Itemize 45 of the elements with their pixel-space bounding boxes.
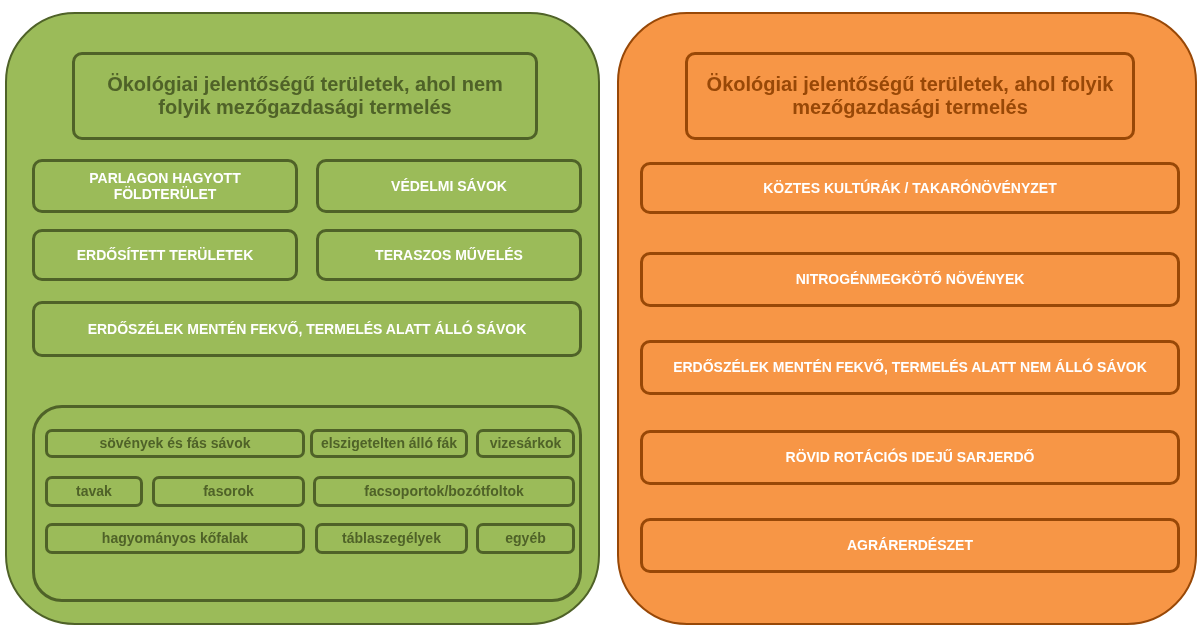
category-label: KÖZTES KULTÚRÁK / TAKARÓNÖVÉNYZET	[762, 179, 1058, 197]
category-label: NITROGÉNMEGKÖTŐ NÖVÉNYEK	[794, 271, 1026, 288]
item-box	[476, 523, 575, 554]
category-label: ERDŐSZÉLEK MENTÉN FEKVŐ, TERMELÉS ALATT ÁLLÓ SÁVOK	[86, 320, 528, 338]
category-label: ERDŐSÍTETT TERÜLETEK	[75, 246, 255, 264]
category-box	[640, 430, 1180, 485]
heading-box	[685, 52, 1135, 140]
category-box	[640, 518, 1180, 573]
category-label: TERASZOS MŰVELÉS	[374, 246, 524, 264]
category-label: táblaszegélyek	[341, 530, 442, 547]
category-label: VÉDELMI SÁVOK	[390, 177, 508, 195]
item-box	[152, 476, 305, 507]
heading-text: Ökológiai jelentőségű területek, ahol folyik mezőgazdasági termelés	[705, 73, 1115, 119]
category-box	[640, 340, 1180, 395]
category-box	[32, 301, 582, 357]
category-label: facsoportok/bozótfoltok	[363, 483, 525, 500]
category-label: egyéb	[504, 530, 547, 547]
group-box	[32, 405, 582, 602]
category-panel	[617, 12, 1197, 625]
item-box	[476, 429, 575, 458]
category-label: AGRÁRERDÉSZET	[846, 537, 974, 554]
category-label: sövények és fás sávok	[98, 435, 252, 452]
category-box	[316, 159, 582, 213]
category-box	[640, 162, 1180, 214]
category-label: vizesárkok	[488, 435, 563, 452]
category-panel	[5, 12, 600, 625]
item-box	[45, 429, 305, 458]
item-box	[310, 429, 468, 458]
category-box	[32, 159, 298, 213]
category-label: fasorok	[202, 483, 255, 500]
category-box	[32, 229, 298, 281]
category-label: ERDŐSZÉLEK MENTÉN FEKVŐ, TERMELÉS ALATT NEM ÁLLÓ SÁVOK	[672, 359, 1148, 376]
category-box	[316, 229, 582, 281]
category-label: hagyományos kőfalak	[100, 530, 250, 547]
item-box	[315, 523, 468, 554]
item-box	[45, 523, 305, 554]
category-label: tavak	[75, 483, 113, 500]
category-label: elszigetelten álló fák	[319, 435, 459, 452]
heading-box	[72, 52, 538, 140]
item-box	[45, 476, 143, 507]
heading-text: Ökológiai jelentőségű területek, ahol nem folyik mezőgazdasági termelés	[106, 73, 504, 119]
category-box	[640, 252, 1180, 307]
category-label: PARLAGON HAGYOTT FÖLDTERÜLET	[88, 169, 242, 203]
category-label: RÖVID ROTÁCIÓS IDEJŰ SARJERDŐ	[784, 449, 1036, 466]
item-box	[313, 476, 575, 507]
